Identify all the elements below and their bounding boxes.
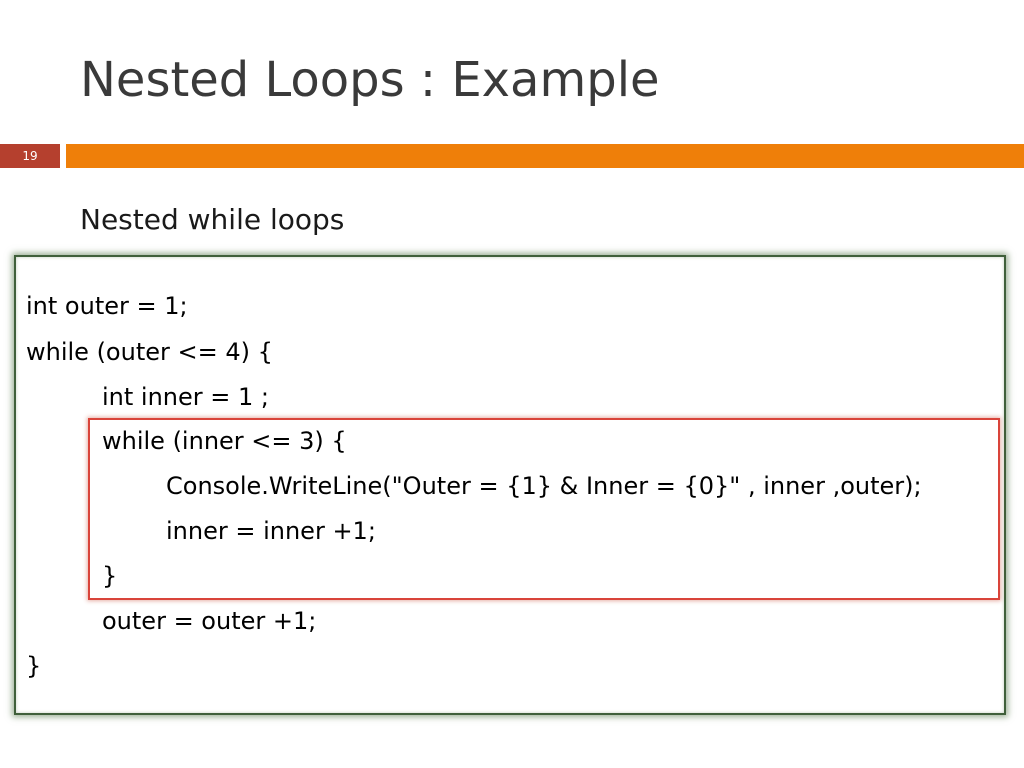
inner-loop-highlight-box [88,418,1000,600]
code-line: while (inner <= 3) { [102,427,347,455]
slide-title: Nested Loops : Example [80,52,660,108]
code-line: outer = outer +1; [102,607,317,635]
code-line: Console.WriteLine("Outer = {1} & Inner =… [166,472,922,500]
code-line: while (outer <= 4) { [26,338,273,366]
code-line: } [26,652,42,680]
code-line: int outer = 1; [26,292,188,320]
code-line: } [102,562,118,590]
code-line: inner = inner +1; [166,517,376,545]
code-line: int inner = 1 ; [102,383,269,411]
slide-subtitle: Nested while loops [80,203,345,236]
code-block-frame [14,255,1006,715]
title-accent-bar [66,144,1024,168]
slide-number: 19 [0,144,60,168]
